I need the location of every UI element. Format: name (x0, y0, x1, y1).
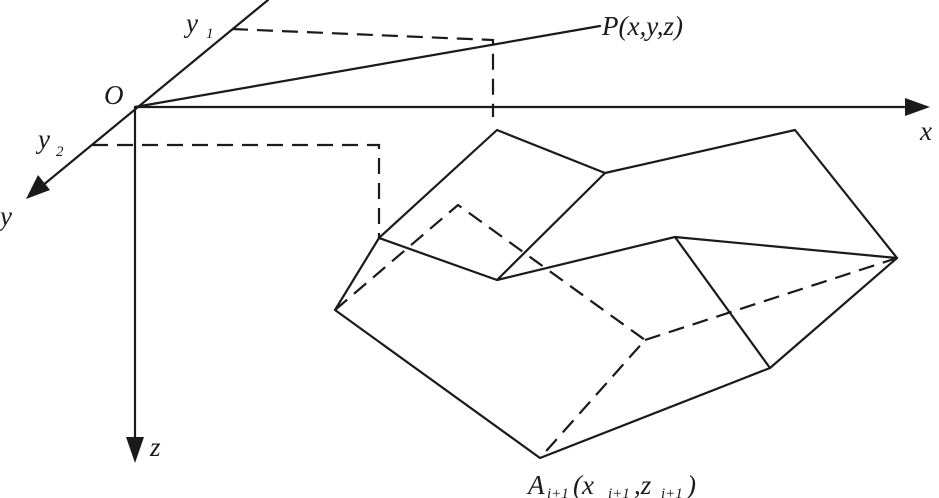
y-axis-label: y (0, 201, 12, 231)
x-axis-label: x (919, 116, 932, 146)
polyhedron-top-face-left (377, 128, 607, 282)
y2-label: y (35, 124, 50, 154)
point-A-z-subscript: i+1 (661, 486, 683, 498)
point-A-open: (x (573, 470, 594, 498)
z-axis-label: z (149, 432, 161, 462)
projection-y2-dashed (92, 143, 381, 238)
y1-label: y (183, 8, 198, 38)
y-axis-arrowhead (26, 175, 50, 199)
polyhedron-hidden-edge-right (644, 256, 898, 342)
ray-O-to-P (133, 24, 602, 109)
polyhedron-outline-bottom (333, 236, 899, 460)
y2-subscript: 2 (56, 144, 64, 160)
polyhedron-hidden-edges (334, 203, 647, 459)
point-A-close: ) (685, 470, 696, 498)
point-A-subscript: i+1 (547, 486, 569, 498)
polyhedron-top-face-right (495, 128, 899, 282)
polyhedron-front-edge (673, 235, 772, 370)
point-A-x-subscript: i+1 (608, 486, 630, 498)
point-A-comma-z: ,z (634, 470, 652, 498)
point-A-label: A (526, 470, 545, 498)
x-axis-arrowhead (905, 98, 930, 116)
origin-label: O (104, 80, 124, 110)
z-axis-arrowhead (126, 437, 144, 463)
point-P-label: P(x,y,z) (601, 11, 683, 41)
projection-P-dashed (231, 27, 495, 117)
y1-subscript: 1 (206, 26, 214, 42)
y-axis-line (40, 0, 270, 188)
